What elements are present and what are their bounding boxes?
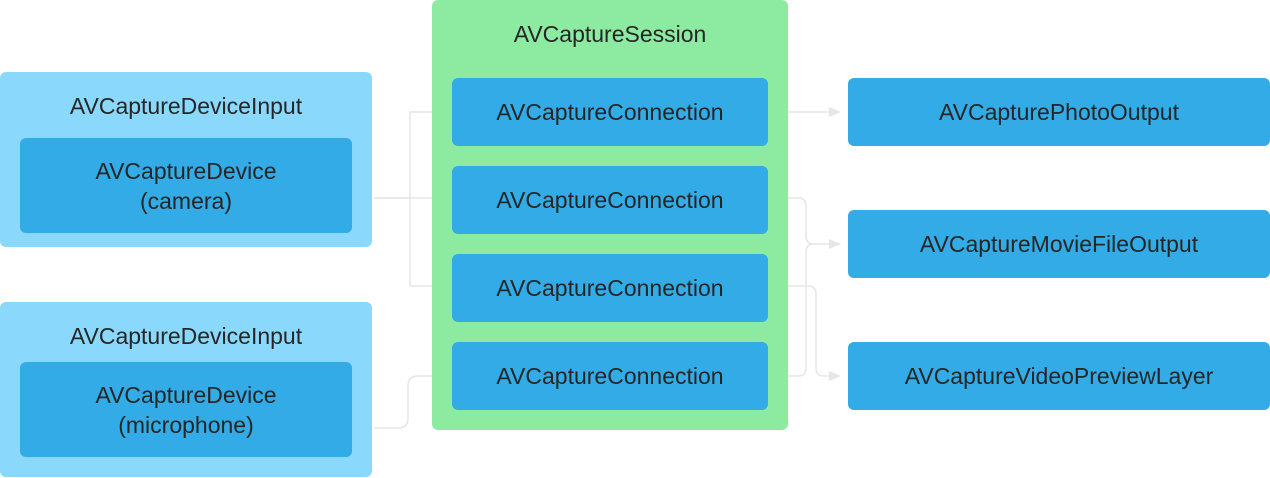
capture-device-type: (camera) [139, 187, 232, 214]
capture-device-name: AVCaptureDevice [95, 157, 277, 184]
connector-connection-4-to-movie-output [772, 243, 815, 377]
device-input-title: AVCaptureDeviceInput [69, 93, 303, 119]
video-preview-layer: AVCaptureVideoPreviewLayer [848, 342, 1270, 410]
connector-microphone-to-connection-4 [374, 371, 445, 429]
capture-connection-1: AVCaptureConnection [452, 78, 768, 146]
output-label: AVCapturePhotoOutput [939, 99, 1179, 125]
capture-connection-3: AVCaptureConnection [452, 254, 768, 322]
capture-device-camera: AVCaptureDevice (camera) [20, 138, 352, 233]
capture-connection-4: AVCaptureConnection [452, 342, 768, 410]
capture-connection-2: AVCaptureConnection [452, 166, 768, 234]
device-input-microphone: AVCaptureDeviceInput AVCaptureDevice (mi… [0, 302, 372, 477]
capture-connection-label: AVCaptureConnection [496, 363, 724, 389]
capture-session-title: AVCaptureSession [513, 21, 707, 47]
capture-device-name: AVCaptureDevice [95, 381, 277, 408]
connector-connection-3-to-preview-layer [772, 285, 841, 381]
capture-connection-label: AVCaptureConnection [496, 99, 724, 125]
connector-connection-2-to-movie-output [772, 197, 841, 249]
capture-device-type: (microphone) [118, 411, 254, 438]
output-label: AVCaptureMovieFileOutput [919, 231, 1199, 257]
device-input-camera: AVCaptureDeviceInput AVCaptureDevice (ca… [0, 72, 372, 247]
capture-device-microphone: AVCaptureDevice (microphone) [20, 362, 352, 457]
capture-connection-label: AVCaptureConnection [496, 275, 724, 301]
photo-output: AVCapturePhotoOutput [848, 78, 1270, 146]
device-input-title: AVCaptureDeviceInput [69, 323, 303, 349]
output-label: AVCaptureVideoPreviewLayer [904, 363, 1214, 389]
capture-connection-label: AVCaptureConnection [496, 187, 724, 213]
capture-session: AVCaptureSession AVCaptureConnection AVC… [432, 0, 788, 430]
movie-file-output: AVCaptureMovieFileOutput [848, 210, 1270, 278]
